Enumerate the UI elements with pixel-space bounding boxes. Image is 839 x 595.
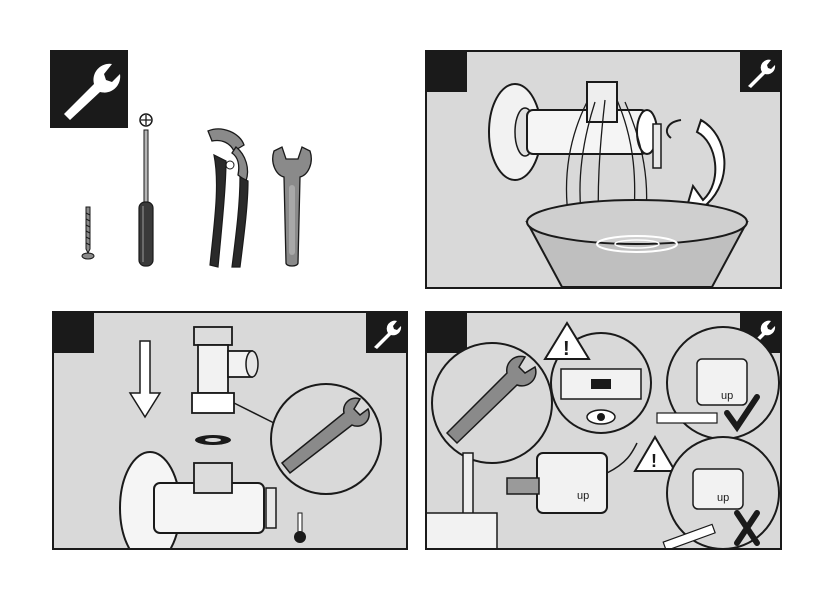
up-label: up — [717, 492, 729, 504]
water-pump-pliers-icon — [200, 125, 260, 271]
svg-text:!: ! — [651, 451, 657, 471]
step-panel-2 — [52, 311, 408, 550]
adapter-install-illustration — [54, 313, 408, 550]
thermometer-icon — [294, 513, 306, 543]
down-arrow-icon — [130, 341, 160, 417]
module-install-illustration: up ! up ! up — [427, 313, 782, 550]
step-number-badge — [427, 52, 467, 92]
screw-icon — [80, 205, 96, 265]
open-end-wrench-icon — [270, 145, 314, 269]
step-panel-1 — [425, 50, 782, 289]
svg-text:!: ! — [563, 338, 570, 360]
tools-section — [50, 50, 330, 280]
tools-required-badge — [50, 50, 128, 128]
flushing-illustration — [467, 62, 757, 287]
up-label: up — [721, 390, 733, 402]
wrench-icon — [50, 50, 128, 128]
step-panel-3: up ! up ! up — [425, 311, 782, 550]
up-label: up — [577, 490, 589, 502]
eye-icon — [587, 410, 615, 424]
phillips-screwdriver-icon — [133, 112, 159, 270]
